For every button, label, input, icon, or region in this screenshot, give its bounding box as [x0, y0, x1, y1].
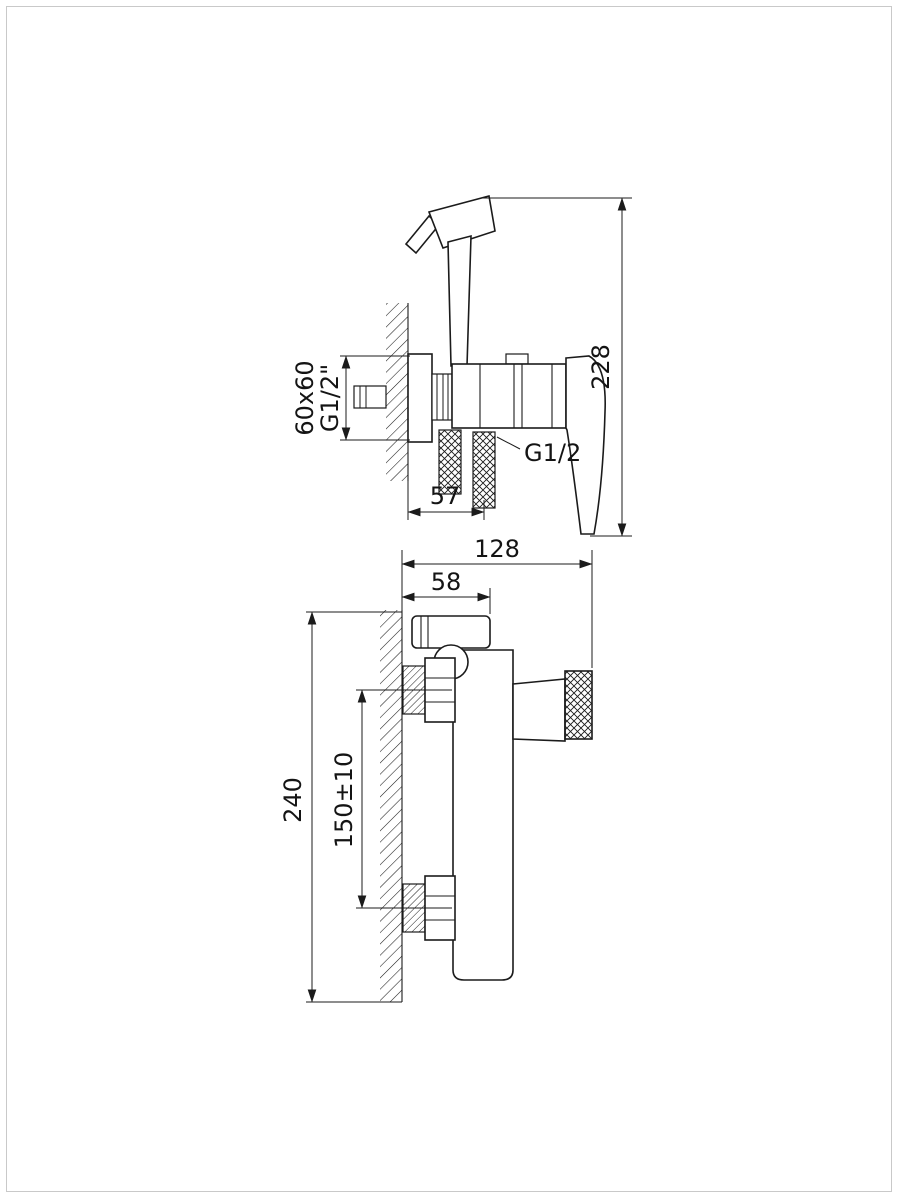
dim-bracket-width: 58	[401, 568, 491, 614]
sprayer-arm-front	[512, 678, 566, 742]
hand-sprayer-side	[404, 195, 496, 367]
dim-total-height: 228	[482, 197, 632, 537]
shower-hose-left	[438, 429, 462, 495]
sprayer-head-section	[564, 670, 593, 740]
wall-hatch-side	[386, 303, 408, 481]
dim-overall-height-label: 240	[279, 777, 307, 823]
dim-outlet-thread-label: G1/2	[524, 439, 581, 467]
leader-line	[496, 436, 521, 450]
lever-handle	[565, 355, 606, 535]
inlet-stub-side	[353, 385, 387, 409]
wall-bracket	[411, 615, 491, 649]
dim-plate-size: 60x60 G1/2"	[291, 355, 410, 441]
shower-hose-right	[472, 431, 496, 509]
dim-connection-spacing: 150±10	[330, 689, 452, 909]
dim-plate-size-label: 60x60	[291, 360, 319, 435]
dim-connection-spacing-label: 150±10	[330, 752, 358, 848]
dim-wall-offset: 57	[407, 481, 485, 520]
sprayer-handle	[447, 234, 472, 367]
escutcheon-plate	[407, 353, 433, 443]
dim-overall-height: 240	[279, 611, 402, 1003]
valve-body	[451, 363, 567, 429]
dim-total-height-label: 228	[587, 344, 615, 390]
dim-inlet-thread-label: G1/2"	[316, 364, 344, 432]
wall-hatch-front	[380, 610, 402, 1002]
dim-bracket-width-label: 58	[431, 568, 462, 596]
front-view: 128 58 240 150±10	[279, 535, 593, 1003]
diverter-button	[505, 353, 529, 365]
sprayer-head	[427, 195, 496, 249]
dim-wall-offset-label: 57	[430, 482, 461, 510]
dim-overall-width-label: 128	[474, 535, 520, 563]
mixer-body-front	[452, 649, 514, 981]
side-view: 60x60 G1/2" 57 228 G1/2	[291, 195, 632, 537]
thread-nipple	[431, 373, 453, 421]
outlet-thread-callout: G1/2	[496, 436, 581, 467]
